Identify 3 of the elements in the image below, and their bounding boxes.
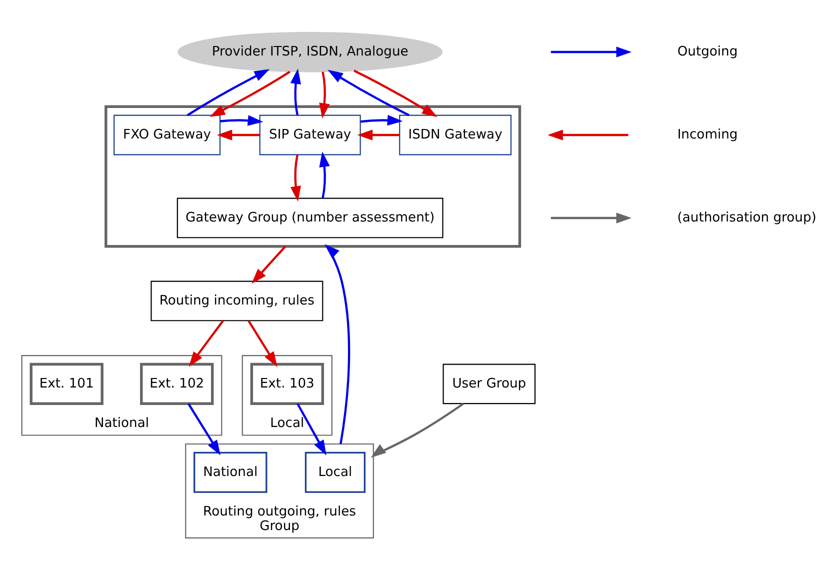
legend-label: Incoming bbox=[677, 127, 738, 142]
legend-label: (authorisation group) bbox=[677, 210, 816, 226]
legend-label: Outgoing bbox=[677, 44, 738, 60]
